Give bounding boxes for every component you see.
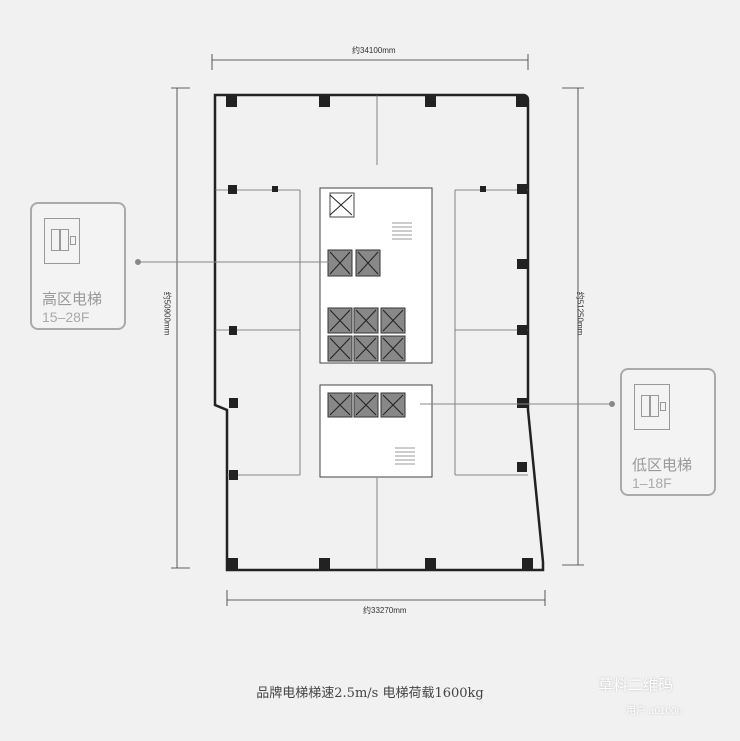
elevator-icon xyxy=(44,218,80,264)
callout-leaders xyxy=(135,259,615,407)
callout-title: 高区电梯 xyxy=(42,291,103,308)
elevator-icon xyxy=(634,384,670,430)
watermark-brand: 草料二维码 xyxy=(598,677,674,694)
dimension-left: 约50900mm xyxy=(162,291,172,336)
callout-low-zone-elevator: 低区电梯 1–18F xyxy=(620,368,716,496)
grid-lines xyxy=(215,95,528,570)
dimension-right: 约51250mm xyxy=(575,291,585,336)
watermark-user: 用户 a0100n xyxy=(626,706,683,717)
dimension-bottom: 约33270mm xyxy=(363,606,407,615)
building-outline xyxy=(213,93,545,572)
stairs xyxy=(392,222,415,465)
columns xyxy=(226,96,533,569)
dimension-top: 约34100mm xyxy=(352,46,396,55)
dimension-lines xyxy=(171,54,584,606)
caption: 品牌电梯梯速2.5m/s 电梯荷载1600kg xyxy=(256,686,484,701)
callout-title: 低区电梯 xyxy=(632,457,693,474)
elevator-cars xyxy=(327,194,406,418)
callout-high-zone-elevator: 高区电梯 15–28F xyxy=(30,202,126,330)
callout-floors: 1–18F xyxy=(632,475,672,491)
callout-floors: 15–28F xyxy=(42,309,90,325)
